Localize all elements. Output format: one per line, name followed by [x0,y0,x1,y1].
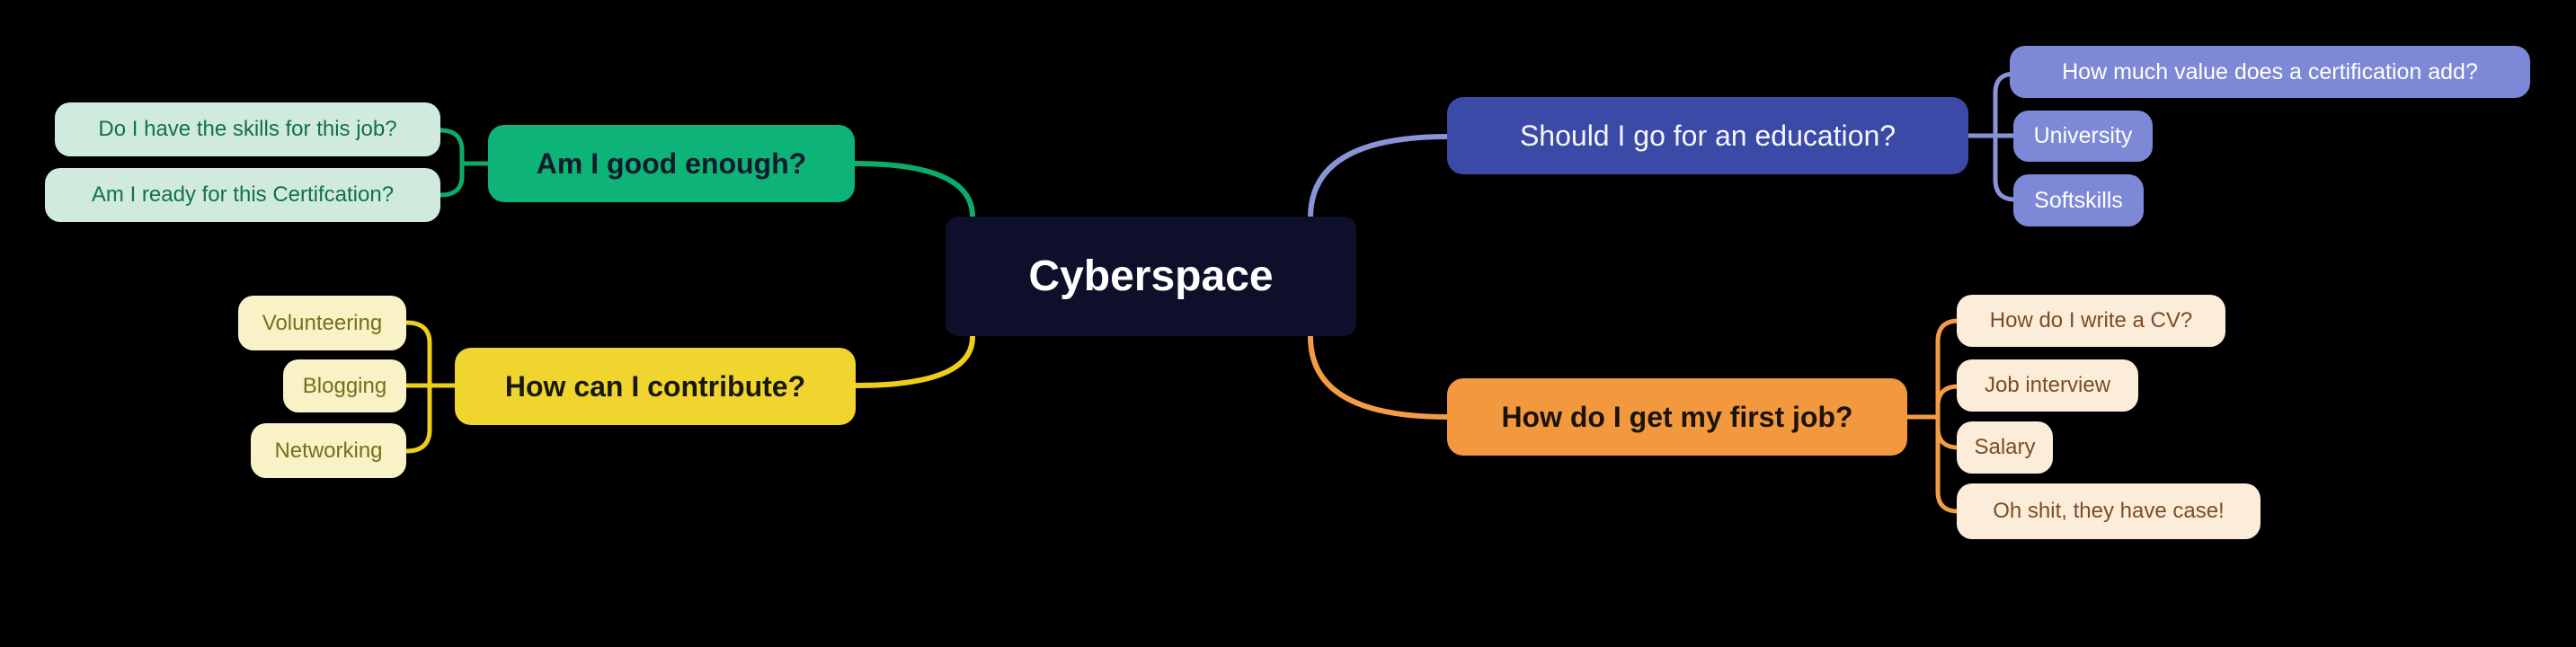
child-volunteering[interactable]: Volunteering [238,296,406,350]
child-salary[interactable]: Salary [1957,421,2053,474]
connector-indigo-root [1308,134,1451,220]
connector-orange-root [1308,334,1450,420]
child-softskills[interactable]: Softskills [2013,174,2144,226]
child-networking[interactable]: Networking [251,423,406,478]
connector-orange-salary-elbow [1935,425,1961,450]
connector-orange-jobinterview-elbow [1935,384,1961,409]
branch-how-do-i-get-first-job[interactable]: How do I get my first job? [1447,378,1907,456]
root-node-cyberspace[interactable]: Cyberspace [946,217,1356,336]
child-blogging[interactable]: Blogging [283,359,406,412]
child-skills-for-this-job[interactable]: Do I have the skills for this job? [55,102,440,156]
connector-orange-trunk [1935,318,1961,514]
child-ready-for-certification[interactable]: Am I ready for this Certifcation? [45,168,440,222]
child-how-do-i-write-cv[interactable]: How do I write a CV? [1957,295,2225,347]
connector-indigo-children-bracket [1993,71,2018,202]
connector-green-root [852,161,975,219]
branch-should-i-go-for-education[interactable]: Should I go for an education? [1447,97,1968,174]
child-university[interactable]: University [2013,111,2153,162]
connector-yellow-children-bracket [404,320,432,454]
child-certification-value[interactable]: How much value does a certification add? [2010,46,2530,98]
branch-how-can-i-contribute[interactable]: How can I contribute? [455,348,856,425]
child-job-interview[interactable]: Job interview [1957,359,2138,412]
connector-green-children-bracket [438,128,465,198]
branch-am-i-good-enough[interactable]: Am I good enough? [488,125,855,202]
connector-yellow-root [853,334,975,388]
child-oh-shit-they-have-case[interactable]: Oh shit, they have case! [1957,483,2261,539]
